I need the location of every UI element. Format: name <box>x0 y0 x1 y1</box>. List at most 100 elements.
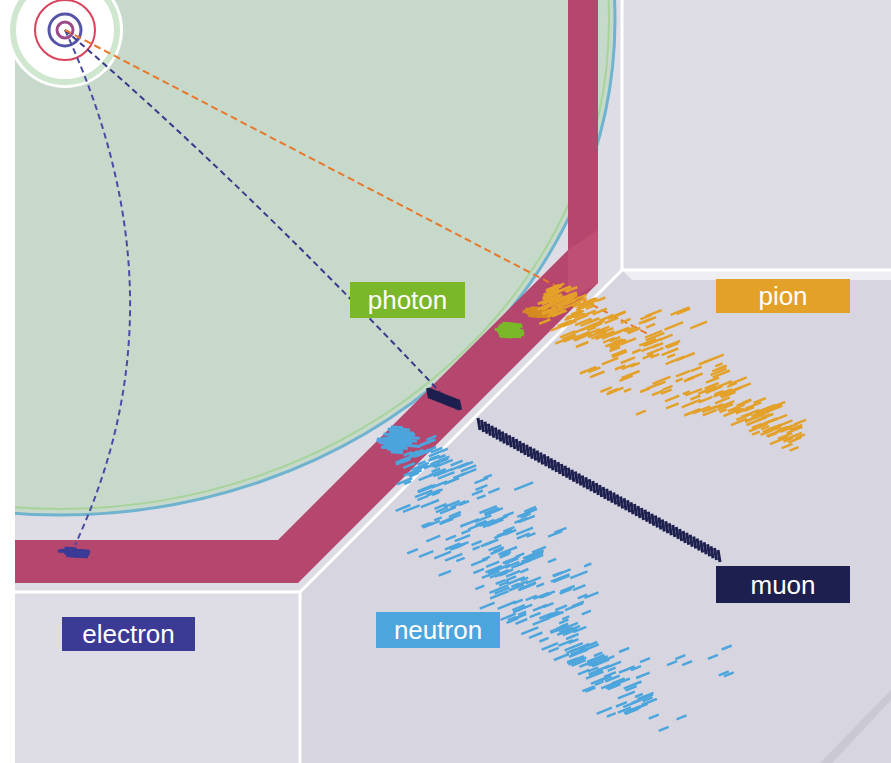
pion-shower <box>724 409 741 416</box>
neutron-deposit <box>388 430 400 431</box>
neutron-shower <box>460 469 476 475</box>
pion-shower <box>576 342 588 347</box>
pion-shower <box>539 319 550 324</box>
muon-hit <box>575 472 577 484</box>
neutron-shower <box>455 535 470 541</box>
pion-shower <box>653 377 671 384</box>
neutron-shower <box>417 461 425 464</box>
neutron-shower <box>573 585 585 590</box>
pion-shower <box>752 432 760 435</box>
neutron-shower <box>434 517 442 520</box>
pion-shower <box>690 396 700 400</box>
neutron-shower <box>682 661 692 665</box>
muon-hit <box>537 451 539 463</box>
neutron-deposit <box>385 438 397 439</box>
muon-hit <box>579 474 581 486</box>
neutron-shower <box>553 572 563 576</box>
neutron-shower <box>543 603 553 607</box>
muon-hit <box>628 500 630 512</box>
muon-hit <box>715 548 717 560</box>
pion-shower <box>754 398 766 403</box>
pion-shower <box>729 377 747 384</box>
pion-shower <box>699 397 713 403</box>
muon-hit <box>673 525 675 537</box>
edge-strip <box>0 0 15 763</box>
neutron-shower <box>424 465 434 469</box>
muon-hit <box>492 426 494 438</box>
muon-hit <box>701 540 703 552</box>
neutron-deposit <box>388 429 400 430</box>
tracker-edge <box>0 0 609 509</box>
neutron-shower <box>434 552 451 559</box>
neutron-shower <box>639 704 647 707</box>
neutron-shower <box>567 656 584 663</box>
neutron-shower <box>585 688 595 692</box>
neutron-shower <box>407 549 418 553</box>
pion-shower <box>676 371 690 377</box>
pion-shower <box>690 322 707 329</box>
pion-shower <box>709 404 723 410</box>
neutron-shower <box>569 639 579 643</box>
pion-shower <box>542 301 559 308</box>
neutron-shower <box>396 505 411 511</box>
neutron-shower <box>503 512 513 516</box>
neutron-shower <box>562 616 569 619</box>
muon-hit <box>624 498 626 510</box>
neutron-shower <box>409 470 422 475</box>
pion-shower <box>566 296 576 300</box>
muon-hit <box>603 487 605 499</box>
muon-track <box>65 30 440 392</box>
pion-deposit <box>526 309 538 310</box>
neutron-shower <box>481 540 499 547</box>
pion-shower <box>580 367 597 374</box>
neutron-shower <box>724 672 734 676</box>
neutron-shower <box>441 519 450 523</box>
pion-shower <box>632 350 641 354</box>
neutron-shower <box>659 727 669 731</box>
muon-hit <box>697 539 699 551</box>
neutron-shower <box>618 707 631 712</box>
neutron-shower <box>427 490 440 495</box>
neutron-shower <box>532 547 546 553</box>
muon-hit <box>666 521 668 533</box>
neutron-shower <box>619 648 629 652</box>
pion-deposit <box>525 309 537 310</box>
tracker-edge <box>0 0 615 515</box>
pion-shower <box>711 369 727 375</box>
neutron-shower <box>431 448 443 453</box>
pion-shower <box>602 331 621 339</box>
pion-shower <box>759 411 768 415</box>
muon-hit <box>593 481 595 493</box>
neutron-shower <box>489 545 502 550</box>
neutron-label: neutron <box>376 612 500 648</box>
pion-shower <box>715 363 722 366</box>
pion-shower <box>661 390 672 394</box>
neutron-shower <box>475 478 489 483</box>
neutron-shower <box>410 450 424 456</box>
neutron-shower <box>633 707 641 710</box>
neutron-shower <box>527 533 536 537</box>
neutron-shower <box>608 668 616 671</box>
neutron-shower <box>584 564 591 567</box>
muon-hit <box>586 477 588 489</box>
neutron-shower <box>605 676 620 682</box>
pion-shower <box>733 387 742 391</box>
pion-shower <box>744 407 754 411</box>
pion-shower <box>612 350 627 356</box>
pion-shower <box>683 391 690 394</box>
muon-hit <box>607 489 609 501</box>
pion-shower <box>665 322 684 330</box>
neutron-shower <box>473 547 480 550</box>
pion-shower <box>646 324 655 328</box>
neutron-shower <box>439 571 451 576</box>
muon-hit <box>659 518 661 530</box>
pion-shower <box>749 424 768 432</box>
muon-hit <box>544 454 546 466</box>
neutron-shower <box>677 715 687 719</box>
muon-hit <box>614 493 616 505</box>
neutron-shower <box>708 655 718 659</box>
neutron-shower <box>582 644 599 651</box>
neutron-shower <box>486 566 502 573</box>
muon-hit <box>506 433 508 445</box>
pion-label: pion <box>716 279 850 313</box>
